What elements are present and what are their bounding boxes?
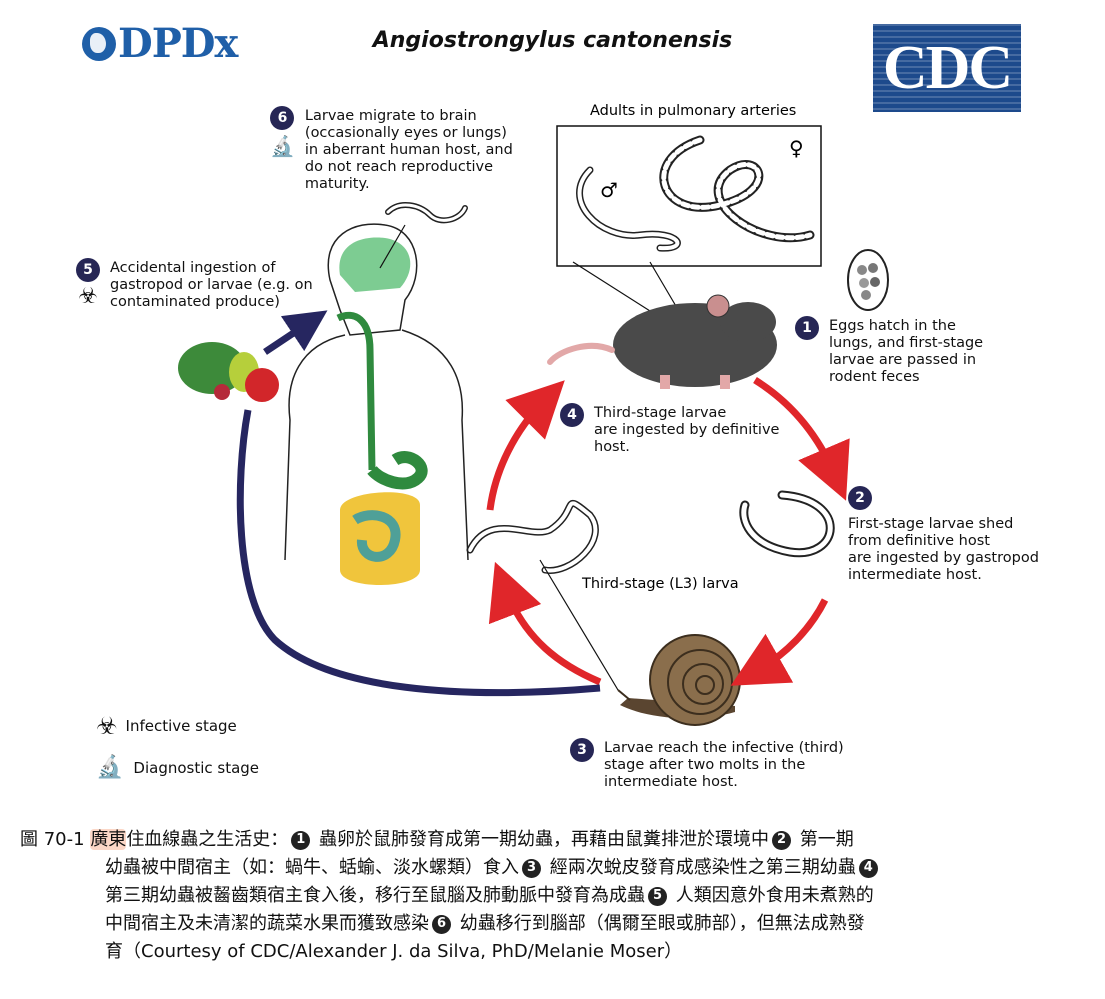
snail: [617, 634, 741, 726]
arrow-3-to-4: [488, 561, 602, 686]
caption-number: 4: [858, 858, 878, 878]
step-2: 2 First-stage larvae shed from definitiv…: [848, 486, 1039, 584]
l3-label: Third-stage (L3) larva: [582, 576, 739, 592]
caption-number: 6: [432, 914, 451, 934]
human-figure: [284, 223, 469, 585]
biohazard-icon: ☣: [96, 712, 118, 740]
microscope-icon: 🔬: [96, 755, 124, 780]
caption-text: 第三期幼蟲被齧齒類宿主食入後，移行至鼠腦及肺動脈中發育為成蟲: [105, 885, 645, 906]
legend-diagnostic-label: Diagnostic stage: [133, 758, 260, 777]
step-4: 4 Third-stage larvae are ingested by def…: [560, 403, 780, 456]
diagram-title: Angiostrongylus cantonensis: [372, 28, 733, 53]
contaminated-produce: [178, 342, 279, 402]
caption-text: 第一期: [794, 829, 854, 850]
dpdx-logo-text: DPDx: [118, 20, 238, 67]
step-1: 1 Eggs hatch in the lungs, and first-sta…: [795, 316, 984, 386]
step-6-number: 6: [270, 106, 295, 130]
step-6-text: Larvae migrate to brain (occasionally ey…: [304, 108, 513, 192]
adults-label: Adults in pulmonary arteries: [590, 103, 797, 119]
caption-highlight: 廣東: [90, 829, 127, 850]
caption-text: 住血線蟲之生活史：: [126, 829, 289, 850]
step-4-number: 4: [560, 403, 584, 427]
male-symbol: ♂: [600, 178, 618, 202]
figure-caption: 圖 70-1 廣東住血線蟲之生活史：1 蟲卵於鼠肺發育成第一期幼蟲，再藉由鼠糞排…: [20, 826, 1095, 966]
biohazard-icon: ☣: [78, 284, 98, 309]
step-4-text: Third-stage larvae are ingested by defin…: [594, 405, 780, 455]
step-1-text: Eggs hatch in the lungs, and first-stage…: [829, 318, 984, 385]
legend-infective-label: Infective stage: [125, 717, 237, 735]
globe-icon: [82, 26, 116, 61]
arrow-2-to-3: [730, 598, 829, 686]
cdc-logo-text: CDC: [882, 33, 1013, 102]
step-2-number: 2: [848, 486, 872, 510]
step-5: 5 ☣ Accidental ingestion of gastropod or…: [76, 258, 313, 311]
figure-number: 圖 70-1: [20, 829, 85, 850]
step-6: 6 🔬 Larvae migrate to brain (occasionall…: [270, 106, 513, 193]
step-1-number: 1: [795, 316, 819, 340]
life-cycle-illustration: [178, 125, 889, 726]
female-symbol: ♀: [789, 136, 804, 160]
legend-infective: ☣ Infective stage: [96, 712, 237, 740]
caption-number: 1: [291, 830, 311, 850]
dpdx-logo: DPDx: [82, 20, 238, 67]
microscope-icon: 🔬: [270, 134, 295, 158]
step-3: 3 Larvae reach the infective (third) sta…: [570, 738, 844, 791]
step-2-text: First-stage larvae shed from definitive …: [848, 516, 1039, 583]
caption-text: 中間宿主及未清潔的蔬菜水果而獲致感染: [105, 913, 429, 934]
step-3-text: Larvae reach the infective (third) stage…: [604, 740, 844, 790]
arrow-snail-to-produce: [236, 409, 601, 697]
step-3-number: 3: [570, 738, 594, 762]
step-5-number: 5: [76, 258, 100, 282]
caption-text: 幼蟲移行到腦部（偶爾至眼或肺部），但無法成熟發: [454, 913, 865, 934]
arrow-4-to-1: [486, 380, 565, 511]
caption-number: 5: [648, 886, 667, 906]
caption-text: 幼蟲被中間宿主（如：蝸牛、蛞蝓、淡水螺類）食入: [105, 857, 519, 878]
arrow-produce-to-human: [263, 310, 328, 355]
cdc-logo: CDC: [873, 24, 1021, 112]
step-5-text: Accidental ingestion of gastropod or lar…: [110, 260, 313, 310]
caption-text: 蟲卵於鼠肺發育成第一期幼蟲，再藉由鼠糞排泄於環境中: [313, 829, 770, 850]
caption-text: 經兩次蛻皮發育成感染性之第三期幼蟲: [544, 857, 856, 878]
caption-text: 人類因意外食用未煮熟的: [670, 885, 874, 906]
rat: [547, 294, 777, 389]
caption-number: 2: [772, 830, 792, 850]
arrow-1-to-2: [753, 377, 850, 501]
caption-credit: 育（Courtesy of CDC/Alexander J. da Silva,…: [105, 941, 683, 962]
legend-diagnostic: 🔬 Diagnostic stage: [96, 755, 259, 780]
caption-number: 3: [522, 858, 541, 878]
